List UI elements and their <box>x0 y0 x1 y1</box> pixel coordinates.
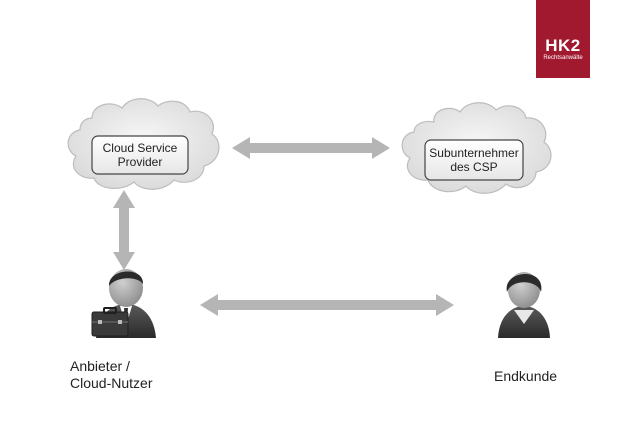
subunternehmer-box <box>424 139 524 181</box>
endkunde-label: Endkunde <box>494 368 558 384</box>
arrow-csp-anbieter <box>113 190 135 270</box>
logo-subtitle: Rechtsanwälte <box>543 55 583 61</box>
subunternehmer-label: Subunternehmer des CSP <box>429 146 519 174</box>
arrow-anbieter-endkunde <box>200 294 454 316</box>
logo-title: HK2 <box>545 36 581 55</box>
businessman-with-briefcase-icon <box>91 269 156 338</box>
hk2-logo: HK2 Rechtsanwälte <box>536 0 590 78</box>
cloud-service-provider-box <box>91 135 189 175</box>
person-icon <box>498 272 550 338</box>
arrow-csp-subunternehmer <box>232 137 390 159</box>
anbieter-label: Anbieter / Cloud-Nutzer <box>70 358 153 391</box>
cloud-service-provider-label: Cloud Service Provider <box>102 141 178 169</box>
